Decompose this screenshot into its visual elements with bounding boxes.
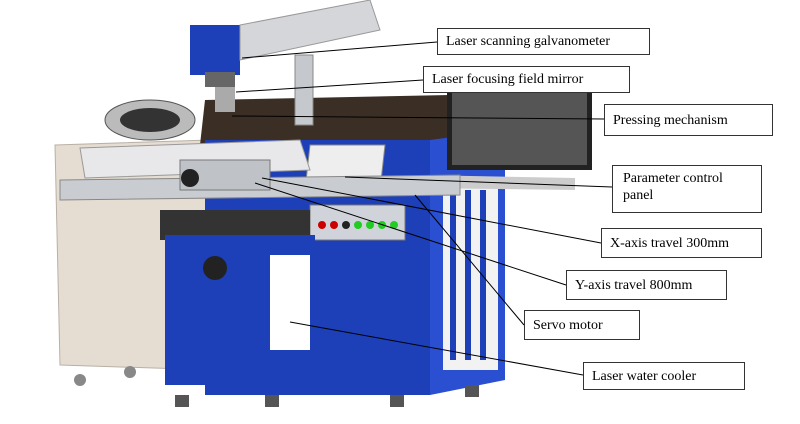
leader-lines: [231, 41, 613, 376]
label-pressing-mechanism: Pressing mechanism: [604, 104, 773, 136]
servo-motor-shape: [181, 169, 199, 187]
label-control-panel: Parameter control panel: [612, 165, 762, 213]
label-water-cooler: Laser water cooler: [583, 362, 745, 390]
granite-table: [200, 95, 470, 145]
label-y-axis: Y-axis travel 800mm: [566, 270, 727, 300]
galvo-head: [190, 25, 240, 75]
label-galvanometer: Laser scanning galvanometer: [437, 28, 650, 55]
label-x-axis: X-axis travel 300mm: [601, 228, 762, 258]
label-field-mirror: Laser focusing field mirror: [423, 66, 630, 93]
label-servo-motor: Servo motor: [524, 310, 640, 340]
